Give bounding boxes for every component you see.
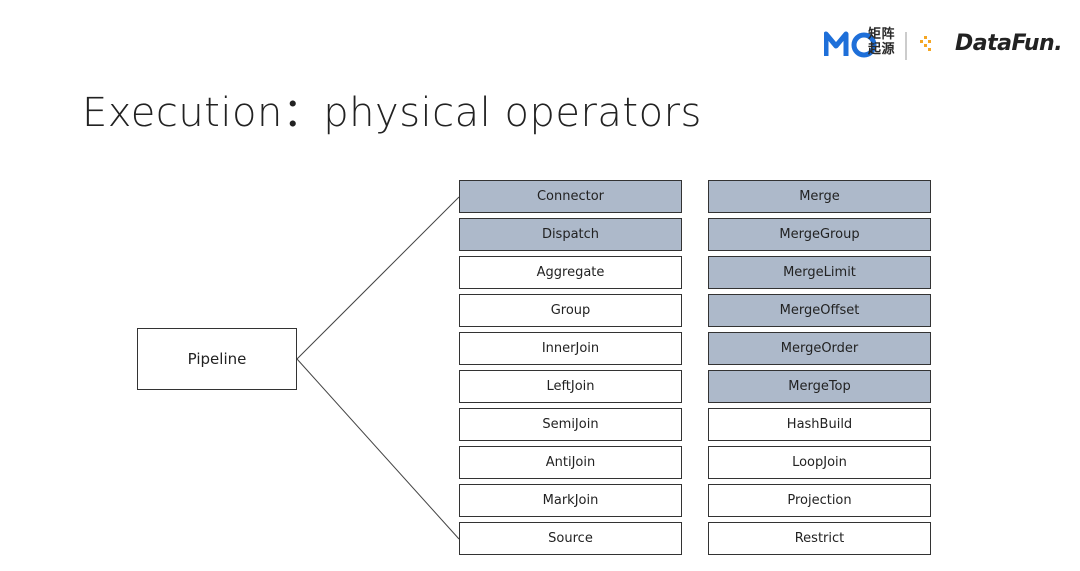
operator-box-hashbuild: HashBuild (708, 408, 931, 441)
operator-box-projection: Projection (708, 484, 931, 517)
datafun-pixel-icon (920, 36, 931, 51)
mo-m-icon (824, 31, 849, 56)
operator-box-dispatch: Dispatch (459, 218, 682, 251)
line-to-bottom (296, 358, 460, 540)
operator-box-innerjoin: InnerJoin (459, 332, 682, 365)
mo-o-icon (851, 32, 877, 58)
operator-box-mergegroup: MergeGroup (708, 218, 931, 251)
operator-box-aggregate: Aggregate (459, 256, 682, 289)
datafun-text: DataFun. (955, 31, 1063, 56)
operator-box-mergetop: MergeTop (708, 370, 931, 403)
operator-box-mergeoffset: MergeOffset (708, 294, 931, 327)
mo-chinese-text: 矩阵起源 (868, 27, 896, 57)
slide-title: Execution：physical operators (82, 90, 702, 136)
line-to-top (296, 196, 460, 360)
operator-box-group: Group (459, 294, 682, 327)
matrixorigin-logo (824, 31, 931, 60)
operator-box-mergelimit: MergeLimit (708, 256, 931, 289)
operator-box-leftjoin: LeftJoin (459, 370, 682, 403)
pipeline-box: Pipeline (137, 328, 297, 390)
operator-box-merge: Merge (708, 180, 931, 213)
operator-box-antijoin: AntiJoin (459, 446, 682, 479)
operator-box-semijoin: SemiJoin (459, 408, 682, 441)
datafun-wordmark: DataFun. (955, 31, 1063, 56)
operator-box-markjoin: MarkJoin (459, 484, 682, 517)
operator-box-connector: Connector (459, 180, 682, 213)
operator-box-restrict: Restrict (708, 522, 931, 555)
operator-box-mergeorder: MergeOrder (708, 332, 931, 365)
operator-box-source: Source (459, 522, 682, 555)
operator-box-loopjoin: LoopJoin (708, 446, 931, 479)
